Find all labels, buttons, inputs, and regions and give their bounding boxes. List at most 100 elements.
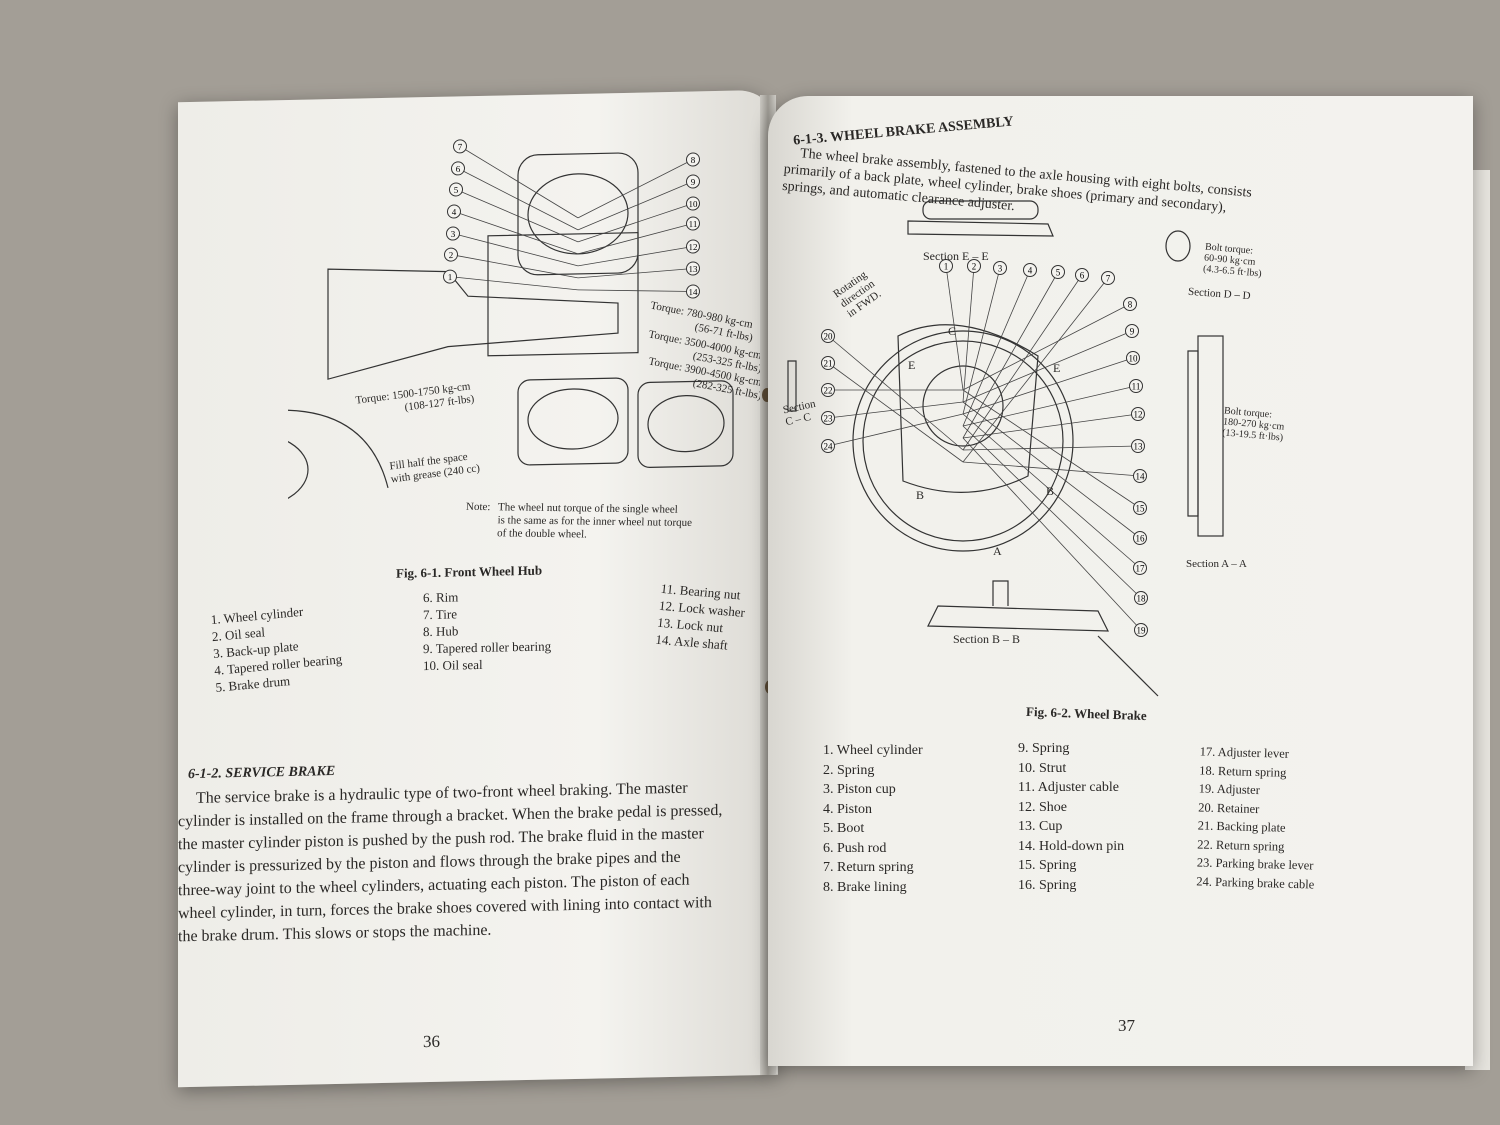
section-heading: 6-1-2. SERVICE BRAKE [188, 763, 336, 783]
svg-text:14: 14 [1136, 472, 1146, 482]
figure-note: Note: The wheel nut torque of the single… [465, 500, 693, 541]
callout-19: 19 [962, 437, 1148, 637]
page-number: 36 [423, 1031, 440, 1052]
svg-text:9: 9 [691, 177, 696, 187]
callout-5: 5 [449, 182, 579, 243]
section-aa-label: Section A – A [1186, 558, 1247, 570]
svg-text:10: 10 [689, 199, 698, 209]
callout-4: 4 [447, 204, 579, 255]
callout-21: 21 [821, 356, 964, 463]
svg-text:24: 24 [824, 442, 834, 452]
svg-text:20: 20 [824, 332, 834, 342]
svg-text:12: 12 [689, 242, 698, 252]
svg-text:21: 21 [824, 359, 833, 369]
front-wheel-hub-diagram: 7 654 3 2 1 8 9 10 11 12 13 14 [288, 139, 734, 510]
callout-13: 13 [577, 261, 700, 279]
callout-6: 6 [962, 268, 1089, 451]
callout-5: 5 [962, 265, 1065, 439]
callout-14: 14 [962, 461, 1147, 483]
svg-text:7: 7 [1106, 274, 1111, 284]
mark-b: B [916, 488, 925, 502]
section-heading: 6-1-3. WHEEL BRAKE ASSEMBLY [792, 114, 1015, 149]
callout-group: 7 654 3 2 1 8 9 10 11 12 13 14 [443, 139, 700, 299]
svg-text:8: 8 [691, 155, 696, 165]
svg-text:15: 15 [1136, 504, 1146, 514]
callout-22: 22 [821, 383, 963, 397]
right-page: 6-1-3. WHEEL BRAKE ASSEMBLY The wheel br… [768, 96, 1473, 1066]
callout-14: 14 [577, 284, 700, 299]
svg-text:3: 3 [998, 264, 1003, 274]
callout-2: 2 [444, 247, 579, 279]
callout-9: 9 [962, 324, 1139, 403]
page-number: 37 [1118, 1016, 1135, 1035]
svg-text:2: 2 [972, 262, 977, 272]
svg-text:4: 4 [452, 207, 457, 217]
svg-text:5: 5 [1056, 268, 1061, 278]
callout-24: 24 [821, 413, 964, 453]
mark-a: A [993, 544, 1002, 558]
callout-3: 3 [962, 261, 1007, 415]
bolt-torque-2: Bolt torque:180-270 kg·cm(13-19.5 ft·lbs… [1221, 405, 1285, 444]
svg-text:14: 14 [689, 287, 698, 297]
callout-8: 8 [577, 152, 700, 219]
svg-text:17: 17 [1136, 564, 1146, 574]
callout-15: 15 [962, 389, 1147, 515]
svg-text:19: 19 [1137, 626, 1147, 636]
callout-1: 1 [443, 269, 579, 291]
section-bb-label: Section B – B [953, 632, 1021, 646]
callout-8: 8 [962, 297, 1137, 391]
section-body: The service brake is a hydraulic type of… [178, 779, 723, 946]
mark-e: E [1053, 361, 1061, 375]
callout-17: 17 [962, 413, 1147, 575]
callout-12: 12 [577, 239, 700, 267]
callout-10: 10 [577, 196, 700, 243]
svg-text:22: 22 [824, 386, 833, 396]
callout-10: 10 [962, 351, 1140, 415]
svg-text:6: 6 [1080, 271, 1085, 281]
svg-text:23: 23 [824, 414, 834, 424]
callout-3: 3 [446, 226, 579, 267]
svg-text:9: 9 [1130, 327, 1135, 337]
callout-11: 11 [962, 379, 1143, 427]
section-ee-label: Section E – E [923, 249, 989, 263]
callout-1: 1 [939, 259, 964, 391]
callout-20: 20 [821, 329, 964, 451]
callout-12: 12 [962, 407, 1145, 439]
svg-text:11: 11 [1132, 382, 1141, 392]
svg-text:10: 10 [1129, 354, 1139, 364]
mark-e: E [908, 358, 916, 372]
mark-c: C [948, 324, 957, 338]
svg-text:3: 3 [451, 229, 456, 239]
callout-2: 2 [962, 259, 981, 403]
mark-b: B [1046, 484, 1055, 498]
bolt-torque-1: Bolt torque:60-90 kg·cm(4.3-6.5 ft·lbs) [1202, 241, 1263, 280]
svg-text:8: 8 [1128, 300, 1133, 310]
svg-text:13: 13 [689, 264, 698, 274]
callout-18: 18 [962, 425, 1148, 605]
svg-text:2: 2 [449, 250, 453, 260]
svg-text:7: 7 [458, 142, 463, 152]
callout-6: 6 [451, 161, 579, 231]
callout-9: 9 [577, 174, 700, 231]
svg-text:11: 11 [689, 219, 698, 229]
svg-text:12: 12 [1134, 410, 1143, 420]
svg-text:13: 13 [1134, 442, 1144, 452]
callout-23: 23 [821, 401, 964, 425]
callout-16: 16 [962, 401, 1147, 545]
svg-text:18: 18 [1137, 594, 1147, 604]
svg-text:4: 4 [1028, 266, 1033, 276]
callout-4: 4 [962, 263, 1037, 427]
svg-text:16: 16 [1136, 534, 1146, 544]
svg-text:1: 1 [944, 262, 949, 272]
callout-7: 7 [962, 271, 1115, 463]
callout-7: 7 [453, 139, 579, 219]
callout-11: 11 [577, 216, 700, 255]
